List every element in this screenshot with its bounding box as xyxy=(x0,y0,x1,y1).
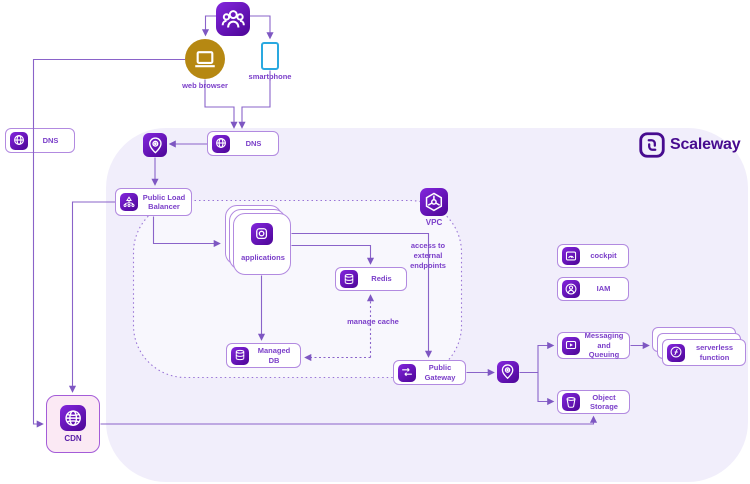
cockpit-icon xyxy=(562,247,580,265)
object-storage-box: Object Storage xyxy=(557,390,630,414)
public-load-balancer-label: Public Load Balancer xyxy=(142,192,186,211)
load-balancer-icon xyxy=(120,193,138,211)
object-storage-bucket-icon xyxy=(562,393,580,411)
cockpit-box: cockpit xyxy=(557,244,629,268)
redis-label: Redis xyxy=(371,274,392,284)
edge-location-pin-icon xyxy=(143,133,167,157)
redis-database-icon xyxy=(340,270,358,288)
object-storage-label: Object Storage xyxy=(590,392,618,411)
cloud-dns-label: DNS xyxy=(245,138,262,148)
redis-box: Redis xyxy=(335,267,407,291)
web-browser-icon xyxy=(185,39,225,79)
public-gateway-label: Public Gateway xyxy=(424,363,456,382)
scaleway-logo-icon xyxy=(639,132,665,158)
applications-box: applications xyxy=(233,213,291,275)
gateway-icon xyxy=(398,363,416,382)
messaging-queuing-label: Messaging and Queuing xyxy=(584,331,624,360)
smartphone-icon xyxy=(261,42,279,70)
application-icon xyxy=(251,223,273,245)
iam-box: IAM xyxy=(557,277,629,301)
messaging-queuing-box: Messaging and Queuing xyxy=(557,331,630,360)
vpc-label: VPC xyxy=(425,218,443,227)
cockpit-label: cockpit xyxy=(590,251,617,261)
scaleway-logo-text: Scaleway xyxy=(670,136,741,153)
managed-db-box: Managed DB xyxy=(226,343,301,368)
external-dns-box: DNS xyxy=(5,128,75,153)
smartphone-label: smartphone xyxy=(248,72,292,81)
cloud-dns-box: DNS xyxy=(207,131,279,156)
managed-db-label: Managed DB xyxy=(257,346,291,365)
messaging-icon xyxy=(562,336,580,355)
scaleway-cloud-region xyxy=(106,128,748,482)
edge-location-pin-icon xyxy=(497,361,519,383)
external-dns-label: DNS xyxy=(42,135,59,145)
iam-label: IAM xyxy=(596,284,611,294)
database-icon xyxy=(231,346,249,365)
access-external-endpoints-annotation: access to external endpoints xyxy=(410,241,446,270)
dns-icon xyxy=(10,131,28,150)
manage-cache-annotation: manage cache xyxy=(347,317,399,326)
scaleway-logo: Scaleway xyxy=(639,132,741,158)
users-icon xyxy=(216,2,250,36)
iam-user-icon xyxy=(562,280,580,298)
dns-icon xyxy=(212,134,230,153)
serverless-function-label: serverless function xyxy=(695,343,734,362)
cdn-globe-icon xyxy=(60,405,86,431)
web-browser-label: web browser xyxy=(182,81,228,90)
serverless-function-box: serverless function xyxy=(662,339,746,366)
cdn-box: CDN xyxy=(46,395,100,453)
serverless-function-icon xyxy=(667,343,685,362)
public-gateway-box: Public Gateway xyxy=(393,360,466,385)
vpc-icon xyxy=(420,188,448,216)
cdn-label: CDN xyxy=(64,434,82,443)
applications-label: applications xyxy=(241,253,285,262)
public-load-balancer-box: Public Load Balancer xyxy=(115,188,192,216)
